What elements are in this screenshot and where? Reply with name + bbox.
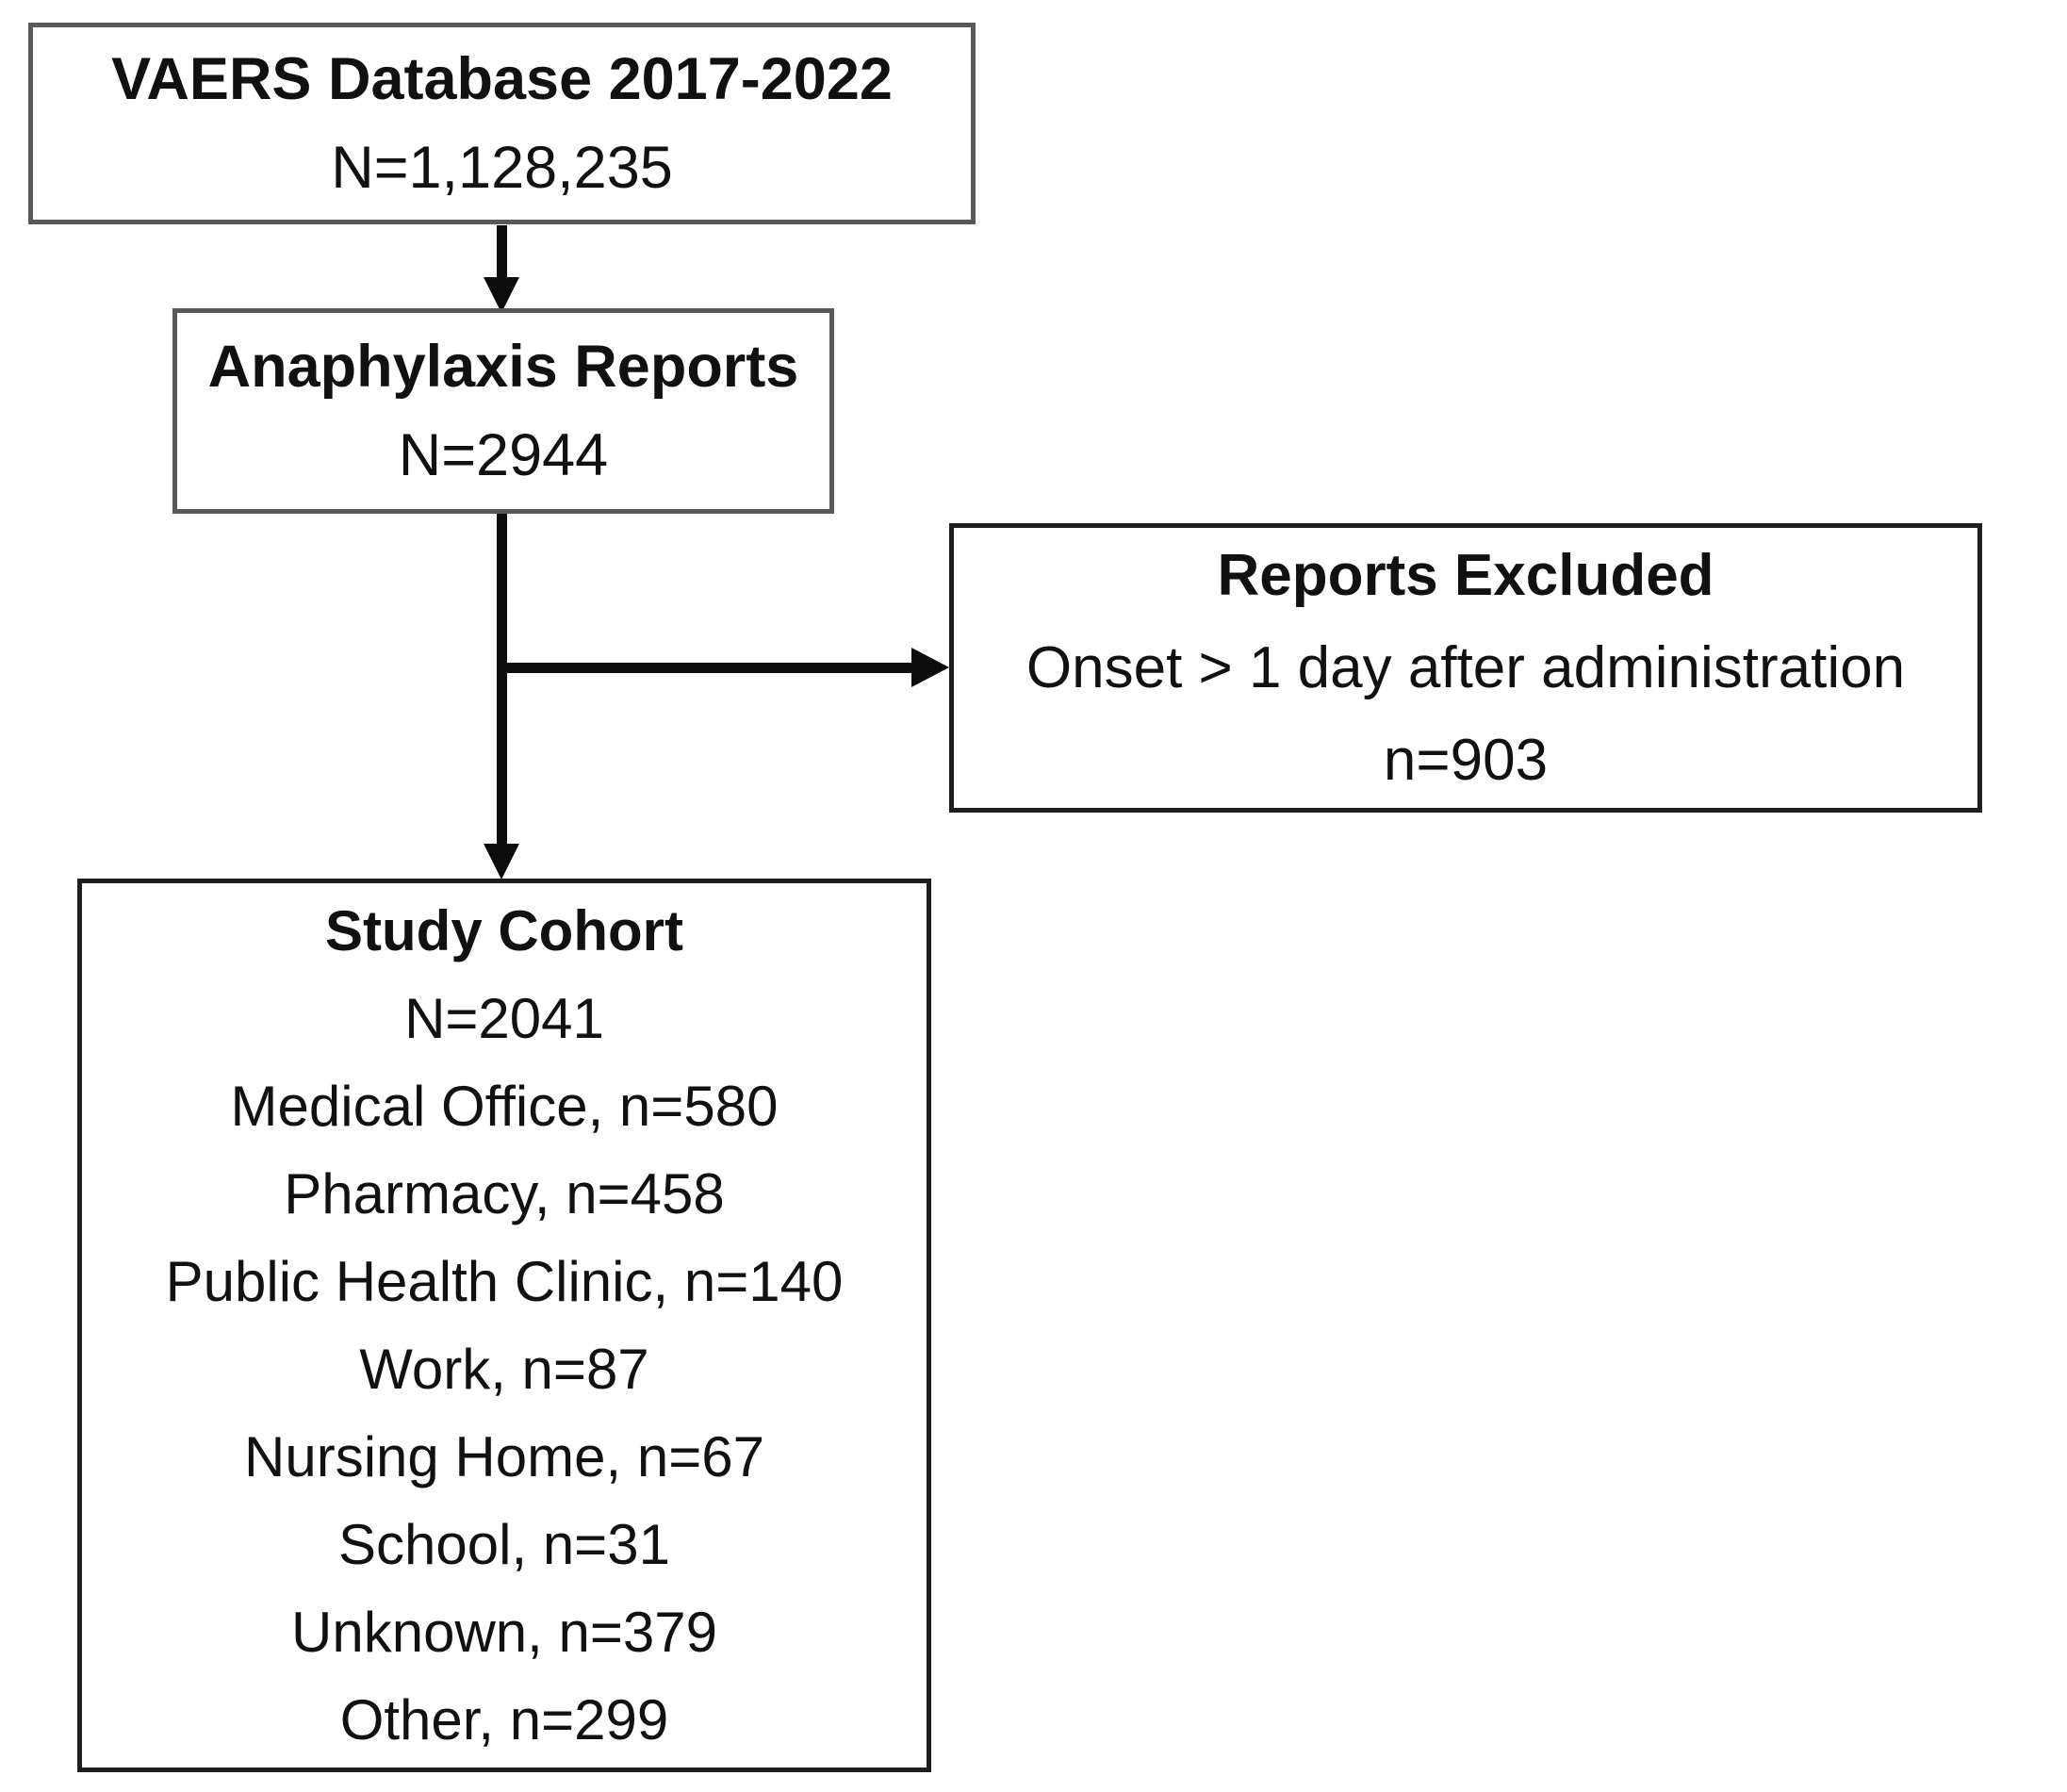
vaers-database-count: N=1,128,235 (331, 135, 673, 201)
cohort-breakdown-item: Public Health Clinic, n=140 (165, 1250, 844, 1313)
reports-excluded-criterion: Onset > 1 day after administration (1025, 634, 1906, 700)
reports-excluded-box: Reports Excluded Onset > 1 day after adm… (949, 523, 1982, 813)
anaphylaxis-reports-count: N=2944 (398, 422, 609, 488)
reports-excluded-title: Reports Excluded (1217, 542, 1714, 608)
cohort-breakdown-item: Work, n=87 (359, 1338, 649, 1401)
study-cohort-title: Study Cohort (325, 899, 683, 962)
cohort-breakdown-item: Other, n=299 (339, 1688, 669, 1751)
arrow-branch-to-excluded-shaft (501, 663, 912, 673)
cohort-breakdown-item: School, n=31 (338, 1513, 670, 1576)
arrow-vaers-to-reports-shaft (497, 225, 507, 282)
cohort-breakdown-item: Medical Office, n=580 (230, 1075, 779, 1138)
arrowhead-right-icon (911, 648, 949, 687)
anaphylaxis-reports-title: Anaphylaxis Reports (207, 334, 799, 400)
vaers-database-box: VAERS Database 2017-2022 N=1,128,235 (28, 23, 976, 224)
arrowhead-down-icon (484, 277, 519, 313)
cohort-breakdown-item: Nursing Home, n=67 (244, 1425, 764, 1488)
anaphylaxis-reports-box: Anaphylaxis Reports N=2944 (172, 308, 834, 514)
reports-excluded-count: n=903 (1383, 727, 1549, 793)
study-cohort-box: Study Cohort N=2041 Medical Office, n=58… (77, 879, 931, 1772)
cohort-breakdown-item: Unknown, n=379 (291, 1601, 717, 1664)
cohort-breakdown-item: Pharmacy, n=458 (284, 1162, 725, 1225)
arrowhead-down-icon (484, 844, 519, 880)
arrow-reports-to-cohort-shaft (497, 514, 507, 846)
study-cohort-count: N=2041 (404, 987, 604, 1050)
vaers-database-title: VAERS Database 2017-2022 (111, 46, 893, 112)
